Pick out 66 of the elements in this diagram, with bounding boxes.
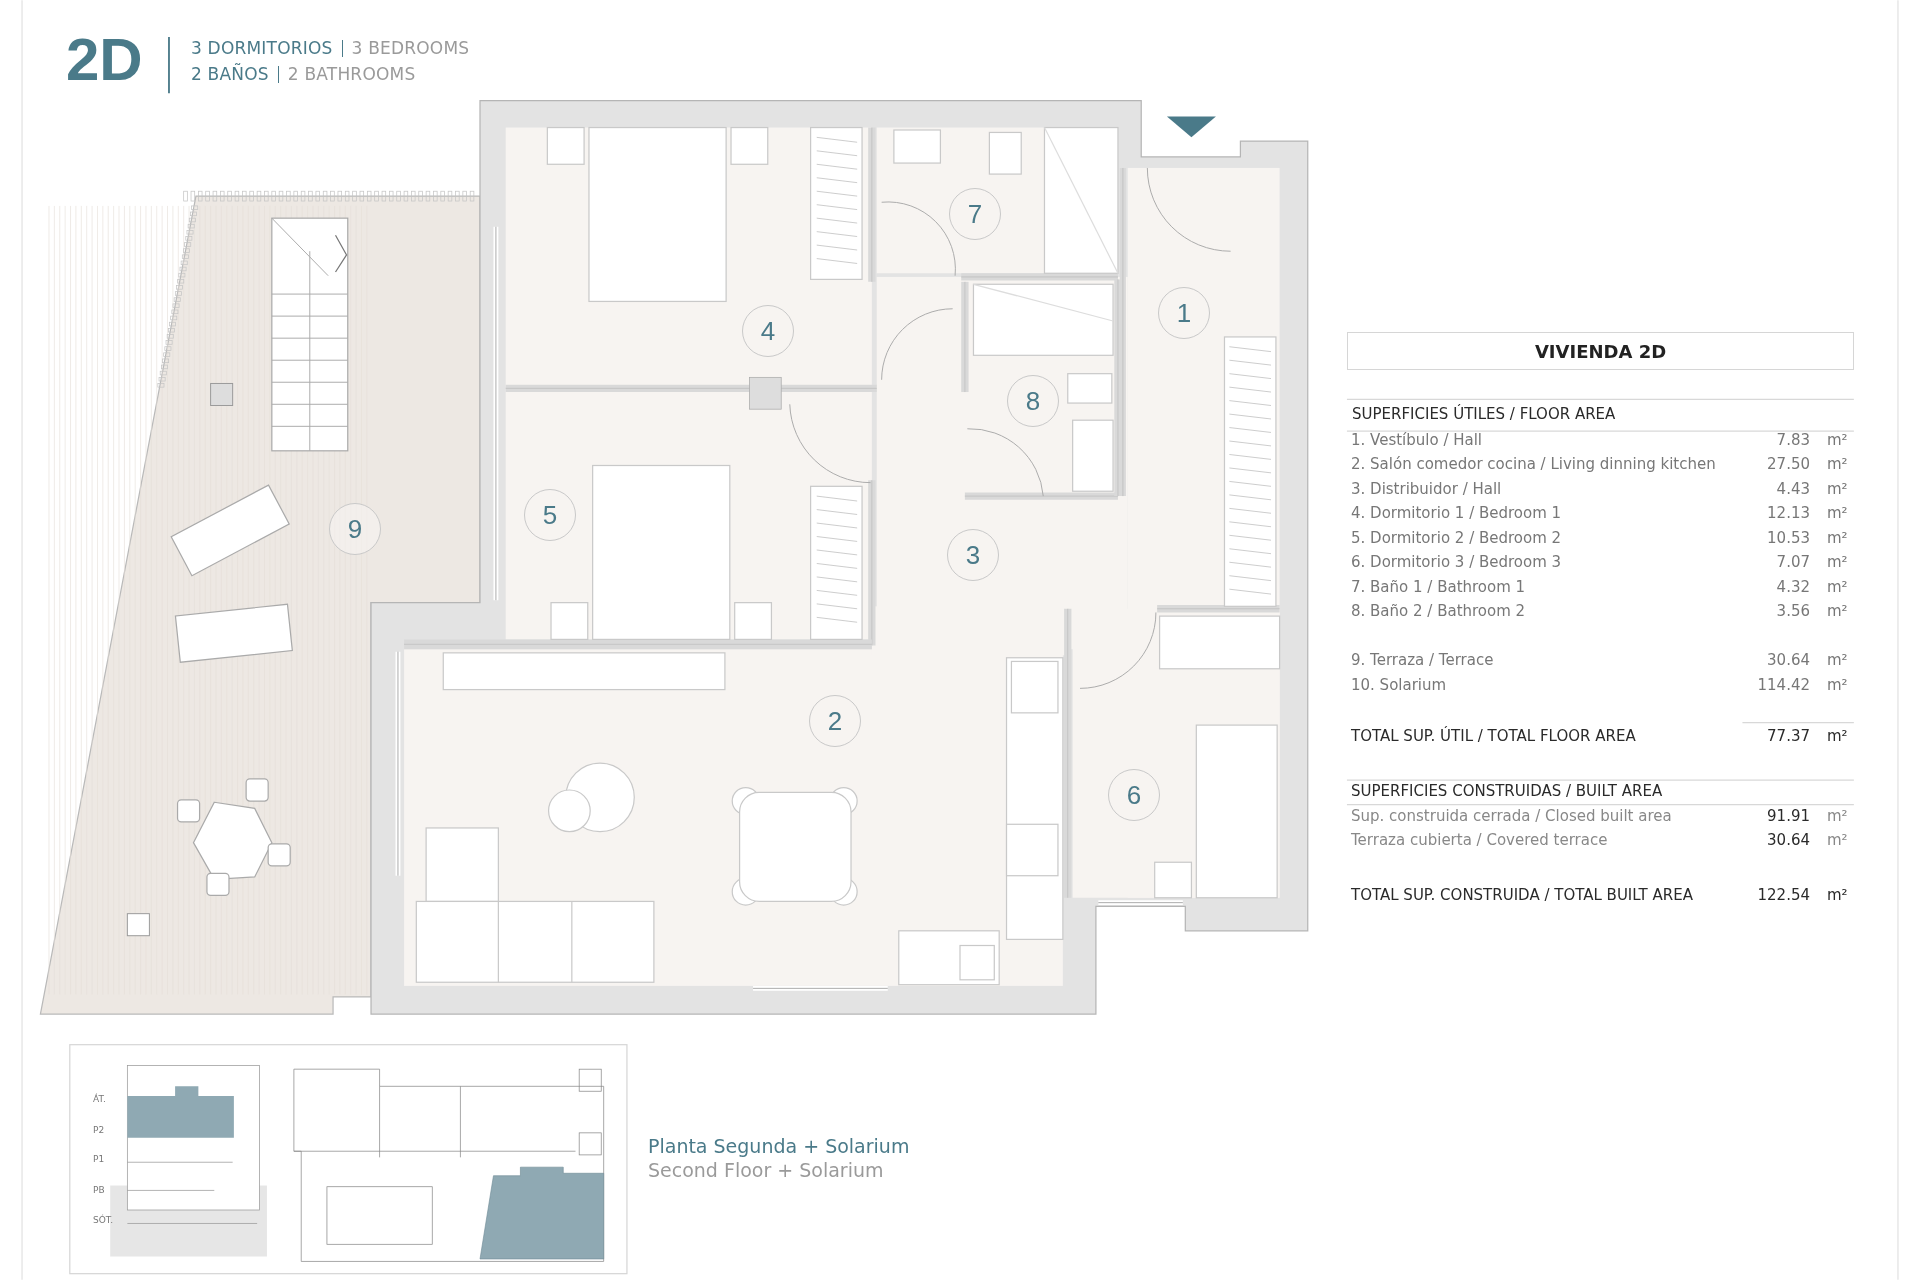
- room-number-circle: 9: [329, 503, 381, 555]
- table-text: m²: [1827, 578, 1848, 596]
- area-value: 30.64: [1767, 831, 1810, 849]
- table-text: m²: [1827, 504, 1848, 522]
- area-value: 91.91: [1767, 807, 1810, 825]
- floor-level-label: ÁT.: [93, 1094, 106, 1105]
- table-text: 6. Dormitorio 3 / Bedroom 3: [1351, 553, 1562, 571]
- area-value: 30.64: [1767, 651, 1810, 669]
- table-text: Sup. construida cerrada / Closed built area: [1351, 807, 1672, 825]
- plan-caption: Second Floor + Solarium: [648, 1159, 884, 1182]
- table-text: SUPERFICIES CONSTRUIDAS / BUILT AREA: [1351, 782, 1663, 800]
- table-text: m²: [1827, 480, 1848, 498]
- floor-level-label: SÓT.: [93, 1215, 114, 1226]
- table-text: 2. Salón comedor cocina / Living dinning kitchen: [1351, 455, 1716, 473]
- table-text: m²: [1827, 651, 1848, 669]
- table-text: m²: [1827, 602, 1848, 620]
- room-number-circle: 3: [947, 529, 999, 581]
- table-text: TOTAL SUP. CONSTRUIDA / TOTAL BUILT AREA: [1351, 886, 1693, 904]
- room-number-circle: 6: [1108, 769, 1160, 821]
- room-number-circle: 2: [809, 695, 861, 747]
- area-value: 77.37: [1767, 727, 1810, 745]
- room-number-circle: 4: [742, 305, 794, 357]
- table-text: m²: [1827, 831, 1848, 849]
- floor-level-label: P1: [93, 1154, 105, 1165]
- table-text: 7. Baño 1 / Bathroom 1: [1351, 578, 1526, 596]
- table-text: TOTAL SUP. ÚTIL / TOTAL FLOOR AREA: [1351, 727, 1636, 745]
- area-value: 4.32: [1776, 578, 1810, 596]
- area-value: 3.56: [1776, 602, 1810, 620]
- room-number-circle: 1: [1158, 287, 1210, 339]
- room-number-circle: 7: [949, 188, 1001, 240]
- table-text: Terraza cubierta / Covered terrace: [1351, 831, 1608, 849]
- bedroom-bathroom-count: 2 BAÑOS: [191, 64, 269, 84]
- table-title-box: VIVIENDA 2D: [1347, 332, 1854, 370]
- table-text: 3. Distribuidor / Hall: [1351, 480, 1502, 498]
- table-text: SUPERFICIES ÚTILES / FLOOR AREA: [1352, 405, 1616, 423]
- floor-level-label: PB: [93, 1185, 105, 1196]
- table-text: m²: [1827, 431, 1848, 449]
- room-number-circle: 5: [524, 489, 576, 541]
- table-text: m²: [1827, 886, 1848, 904]
- table-text: m²: [1827, 553, 1848, 571]
- bedroom-bathroom-count: 3 DORMITORIOS: [191, 38, 333, 58]
- area-value: 122.54: [1757, 886, 1810, 904]
- plan-caption: Planta Segunda + Solarium: [648, 1135, 910, 1158]
- area-value: 114.42: [1757, 676, 1810, 694]
- table-text: m²: [1827, 807, 1848, 825]
- table-text: m²: [1827, 529, 1848, 547]
- table-text: m²: [1827, 727, 1848, 745]
- area-value: 7.83: [1776, 431, 1810, 449]
- table-text: 5. Dormitorio 2 / Bedroom 2: [1351, 529, 1562, 547]
- table-text: 10. Solarium: [1351, 676, 1447, 694]
- table-text: m²: [1827, 676, 1848, 694]
- table-text: 8. Baño 2 / Bathroom 2: [1351, 602, 1526, 620]
- bedroom-bathroom-count: 3 BEDROOMS: [351, 38, 470, 58]
- area-value: 10.53: [1767, 529, 1810, 547]
- area-value: 27.50: [1767, 455, 1810, 473]
- table-text: 9. Terraza / Terrace: [1351, 651, 1494, 669]
- bedroom-bathroom-count: 2 BATHROOMS: [287, 64, 416, 84]
- unit-title: 2D: [66, 30, 143, 90]
- table-text: m²: [1827, 455, 1848, 473]
- area-value: 12.13: [1767, 504, 1810, 522]
- area-value: 7.07: [1776, 553, 1810, 571]
- table-text: 1. Vestíbulo / Hall: [1351, 431, 1483, 449]
- table-text: 4. Dormitorio 1 / Bedroom 1: [1351, 504, 1562, 522]
- area-value: 4.43: [1776, 480, 1810, 498]
- floor-level-label: P2: [93, 1125, 105, 1136]
- room-number-circle: 8: [1007, 375, 1059, 427]
